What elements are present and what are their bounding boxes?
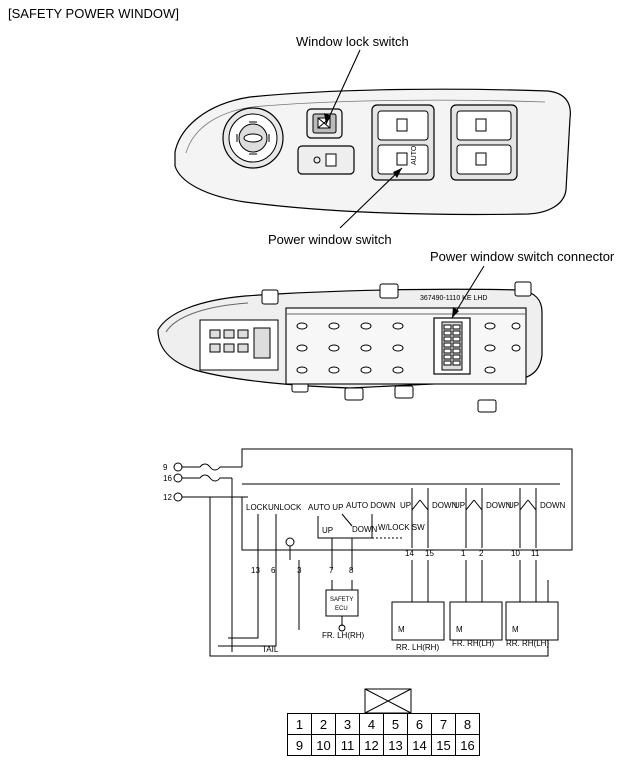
mirror-fold-switch <box>297 145 355 175</box>
pin-15-label: 15 <box>425 549 434 558</box>
pin-10-label: 10 <box>511 549 520 558</box>
pin-7: 7 <box>431 713 456 735</box>
motor-label-2: M <box>456 625 463 634</box>
motor-label-3: M <box>512 625 519 634</box>
pin-8: 8 <box>455 713 480 735</box>
pin-13: 13 <box>383 734 408 756</box>
rr-down-label: DOWN <box>486 501 512 510</box>
pin-7-label: 7 <box>329 566 334 575</box>
unlock-label: UNLOCK <box>268 503 302 512</box>
motor-label-1: M <box>398 625 405 634</box>
switch-panel-illustration: AUTO <box>174 49 571 229</box>
terminal-16-label: 16 <box>163 474 172 483</box>
pin-8-label: 8 <box>349 566 354 575</box>
terminal-9-label: 9 <box>163 463 168 472</box>
window-lock-switch <box>306 108 343 139</box>
panel-rear-view: 367490-1110 KE LHD <box>157 265 543 413</box>
pin-1: 1 <box>287 713 312 735</box>
pin-row-2: 9 10 11 12 13 14 15 16 <box>287 734 480 756</box>
connector-key-tab <box>364 688 412 714</box>
auto-up-label: AUTO UP <box>308 503 343 512</box>
pin-13-label: 13 <box>251 566 260 575</box>
wlock-sw-label: W/LOCK SW <box>378 523 425 532</box>
lock-label: LOCK <box>246 503 268 512</box>
fr-up-label: UP <box>400 501 411 510</box>
window-lock-switch-callout: Window lock switch <box>296 34 409 49</box>
ecu-label-2: ECU <box>335 606 348 612</box>
fr-down-label: DOWN <box>432 501 458 510</box>
page-title: [SAFETY POWER WINDOW] <box>8 6 179 21</box>
pin-row-1: 1 2 3 4 5 6 7 8 <box>287 713 480 735</box>
rr-rh-label: RR. RH(LH) <box>506 639 549 648</box>
rr-lh-label: RR. LH(RH) <box>396 643 439 652</box>
pin-10: 10 <box>311 734 336 756</box>
power-window-switch-connector <box>433 317 471 375</box>
tail-label: TAIL <box>262 645 279 654</box>
pin-1-label: 1 <box>461 549 466 558</box>
pin-11-label: 11 <box>531 549 540 558</box>
pin-6-label: 6 <box>271 566 276 575</box>
auto-up-short-label: UP <box>322 526 333 535</box>
pin-9: 9 <box>287 734 312 756</box>
pin-14-label: 14 <box>405 549 414 558</box>
pin-2: 2 <box>311 713 336 735</box>
auto-label: AUTO <box>411 145 418 165</box>
wiring-schematic: 9 16 12 LOCK UNLOCK AUTO UP AUTO DOWN UP… <box>163 448 573 657</box>
power-window-switch-callout: Power window switch <box>268 232 392 247</box>
connector-pin-table: 1 2 3 4 5 6 7 8 9 10 11 12 13 14 15 16 <box>287 713 480 756</box>
pin-16: 16 <box>455 734 480 756</box>
pin-12: 12 <box>359 734 384 756</box>
pin-3: 3 <box>335 713 360 735</box>
fr-lh-label: FR. LH(RH) <box>322 631 365 640</box>
pin-6: 6 <box>407 713 432 735</box>
power-window-switch-group: AUTO <box>371 104 518 181</box>
pin-11: 11 <box>335 734 360 756</box>
auto-down-short-label: DOWN <box>352 525 378 534</box>
pin-4: 4 <box>359 713 384 735</box>
connector-callout: Power window switch connector <box>430 249 615 264</box>
fr-rh-label: FR. RH(LH) <box>452 639 495 648</box>
pin-2-label: 2 <box>479 549 484 558</box>
panel-part-number: 367490-1110 KE LHD <box>420 295 487 302</box>
rr-up-label: UP <box>454 501 465 510</box>
auto-down-label: AUTO DOWN <box>346 501 396 510</box>
rl-down-label: DOWN <box>540 501 566 510</box>
rl-up-label: UP <box>508 501 519 510</box>
mirror-control-knob <box>222 107 284 169</box>
pin-15: 15 <box>431 734 456 756</box>
terminal-12-label: 12 <box>163 493 172 502</box>
pin-5: 5 <box>383 713 408 735</box>
pin-14: 14 <box>407 734 432 756</box>
ecu-label-1: SAFETY <box>330 597 353 603</box>
